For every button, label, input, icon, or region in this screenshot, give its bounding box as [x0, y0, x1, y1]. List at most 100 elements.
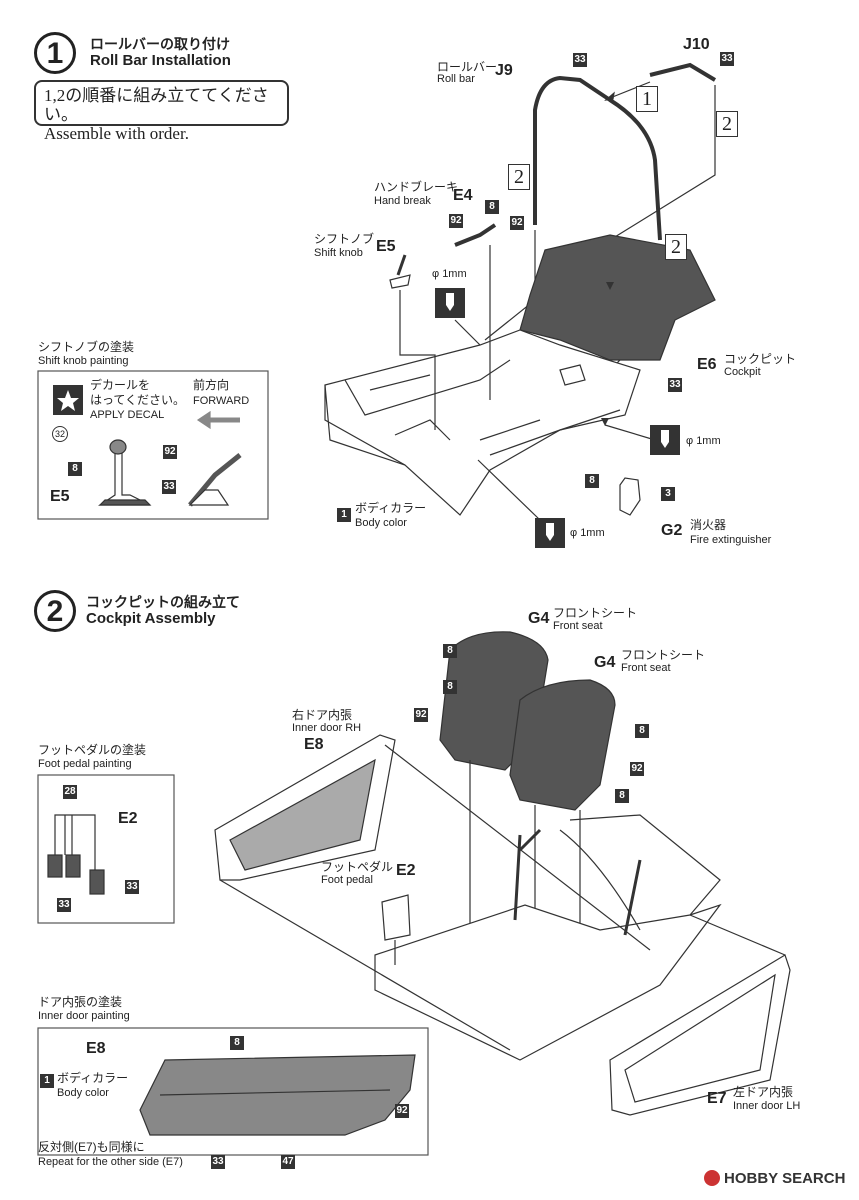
order-2: 2: [508, 164, 530, 190]
assembly-note: 1,2の順番に組み立ててください。 Assemble with order.: [34, 80, 289, 143]
color-47: 47: [281, 1155, 295, 1169]
color-8: 8: [68, 462, 82, 476]
color-8: 8: [585, 474, 599, 488]
part-g2: G2: [661, 522, 683, 539]
rollbar-label-jp: ロールバー: [437, 60, 498, 74]
color-33: 33: [57, 898, 71, 912]
color-92: 92: [630, 762, 644, 776]
pedal-panel-title: フットペダルの塗装: [38, 743, 147, 757]
color-1: 1: [40, 1074, 54, 1088]
part-g4: G4: [528, 610, 550, 627]
color-28: 28: [63, 785, 77, 799]
foot-pedal-e2: [381, 894, 411, 941]
innerdoor-rh-label-en: Inner door RH: [292, 722, 362, 734]
footpedal-label-en: Foot pedal: [321, 874, 373, 886]
fire-extinguisher-g2: [619, 477, 641, 516]
handbrake-label-jp: ハンドブレーキ: [374, 180, 459, 194]
door-repeat-en: Repeat for the other side (E7): [38, 1156, 183, 1168]
color-1: 1: [337, 508, 351, 522]
color-33: 33: [125, 880, 139, 894]
watermark: HOBBY SEARCH: [724, 1170, 846, 1187]
shiftknob-label-jp: シフトノブ: [314, 232, 375, 246]
order-2: 2: [716, 111, 738, 137]
door-repeat-jp: 反対側(E7)も同様に: [38, 1140, 145, 1154]
frontseat-label-en: Front seat: [553, 620, 603, 632]
door-bodycolor-en: Body color: [57, 1087, 109, 1099]
step2-title-jp: コックピットの組み立て: [86, 594, 240, 610]
step2-title-en: Cockpit Assembly: [86, 610, 216, 627]
color-8: 8: [615, 789, 629, 803]
decal-jp-2: はってください。: [90, 393, 186, 407]
innerdoor-lh-label-en: Inner door LH: [733, 1100, 801, 1112]
color-92: 92: [163, 445, 177, 459]
step-number-1: 1: [34, 32, 76, 74]
color-8: 8: [443, 644, 457, 658]
note-en: Assemble with order.: [44, 124, 189, 143]
step1-title-jp: ロールバーの取り付け: [90, 36, 230, 52]
part-e7: E7: [707, 1090, 727, 1107]
color-33: 33: [720, 52, 734, 66]
cockpit-label-en: Cockpit: [724, 366, 761, 378]
color-33: 33: [162, 480, 176, 494]
color-33: 33: [211, 1155, 225, 1169]
frontseat-label-jp: フロントシート: [553, 606, 638, 620]
bodycolor-label-jp: ボディカラー: [355, 501, 427, 515]
pedal-panel-title-en: Foot pedal painting: [38, 758, 132, 770]
frontseat-label-en: Front seat: [621, 662, 671, 674]
handbrake-e4: [454, 223, 497, 247]
part-e2: E2: [118, 810, 138, 827]
part-e5: E5: [50, 488, 70, 505]
color-92: 92: [395, 1104, 409, 1118]
frontseat-label-jp: フロントシート: [621, 648, 706, 662]
color-8: 8: [230, 1036, 244, 1050]
part-e6: E6: [697, 356, 717, 373]
door-panel-title-en: Inner door painting: [38, 1010, 130, 1022]
color-92: 92: [510, 216, 524, 230]
decal-32: 32: [52, 426, 68, 442]
color-8: 8: [485, 200, 499, 214]
color-33: 33: [668, 378, 682, 392]
part-e5: E5: [376, 238, 396, 255]
forward-en: FORWARD: [193, 395, 250, 407]
forward-jp: 前方向: [193, 378, 230, 392]
note-jp: 1,2の順番に組み立ててください。: [44, 86, 269, 124]
color-8: 8: [635, 724, 649, 738]
color-92: 92: [449, 214, 463, 228]
rollbar-label-en: Roll bar: [437, 73, 475, 85]
handbrake-label-en: Hand break: [374, 195, 431, 207]
part-e8: E8: [86, 1040, 106, 1057]
step1-title-en: Roll Bar Installation: [90, 52, 231, 69]
color-33: 33: [573, 53, 587, 67]
innerdoor-lh-label-jp: 左ドア内張: [733, 1085, 794, 1099]
innerdoor-rh-label-jp: 右ドア内張: [292, 708, 353, 722]
door-bodycolor-jp: ボディカラー: [57, 1071, 129, 1085]
part-e2: E2: [396, 862, 416, 879]
decal-jp-1: デカールを: [90, 378, 151, 392]
bodycolor-label-en: Body color: [355, 517, 407, 529]
fire-label-en: Fire extinguisher: [690, 534, 772, 546]
part-g4: G4: [594, 654, 616, 671]
drill-label: φ 1mm: [570, 527, 605, 539]
shift-panel-title: シフトノブの塗装: [38, 340, 135, 354]
step-number-2: 2: [34, 590, 76, 632]
decal-en: APPLY DECAL: [90, 409, 165, 421]
drill-label: φ 1mm: [432, 268, 467, 280]
color-8: 8: [443, 680, 457, 694]
part-e4: E4: [453, 187, 473, 204]
shift-panel-title-en: Shift knob painting: [38, 355, 129, 367]
part-e8: E8: [304, 736, 324, 753]
order-1: 1: [636, 86, 658, 112]
drill-label: φ 1mm: [686, 435, 721, 447]
rollbar-j9: [533, 75, 662, 241]
shiftknob-label-en: Shift knob: [314, 247, 363, 259]
front-seat-g4-right: [509, 679, 616, 811]
color-3: 3: [661, 487, 675, 501]
order-2: 2: [665, 234, 687, 260]
part-j10: J10: [683, 36, 710, 53]
part-j9: J9: [495, 62, 513, 79]
color-92: 92: [414, 708, 428, 722]
fire-label-jp: 消火器: [690, 518, 727, 532]
cockpit-label-jp: コックピット: [724, 352, 797, 366]
rollbar-j10: [649, 62, 717, 82]
